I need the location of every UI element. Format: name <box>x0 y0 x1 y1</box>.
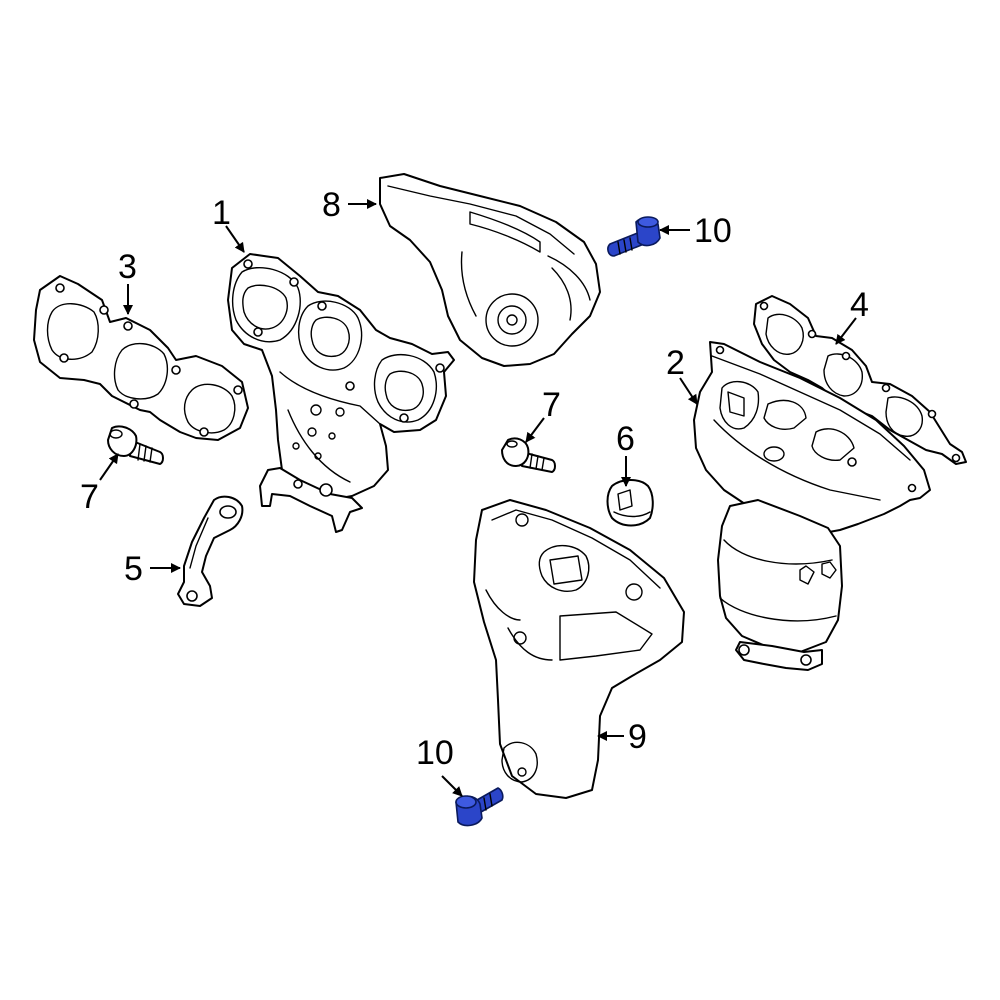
callout-7-middle: 7 <box>542 386 561 424</box>
callout-5: 5 <box>124 550 143 588</box>
part-9-heat-shield-lower[interactable] <box>473 499 685 799</box>
part-2-manifold-right[interactable] <box>693 341 931 671</box>
callout-2: 2 <box>666 344 685 382</box>
callout-10-upper: 10 <box>694 212 732 250</box>
callout-4: 4 <box>850 286 869 324</box>
leader-arrows <box>99 199 857 797</box>
callout-1: 1 <box>212 194 231 232</box>
part-5-bracket[interactable] <box>177 495 244 607</box>
part-7-bolt-middle[interactable] <box>501 437 556 473</box>
callout-6: 6 <box>616 420 635 458</box>
part-10-bolt-upper[interactable] <box>607 216 661 257</box>
part-10-bolt-lower[interactable] <box>455 787 504 827</box>
callout-9: 9 <box>628 718 647 756</box>
part-1-manifold-left[interactable] <box>227 253 455 533</box>
callout-8: 8 <box>322 186 341 224</box>
part-4-gasket-right[interactable] <box>753 295 967 465</box>
callout-labels: 1 2 3 4 5 6 7 7 8 9 10 10 <box>80 186 869 772</box>
part-8-heat-shield-upper[interactable] <box>379 173 601 367</box>
part-7-bolt-left[interactable] <box>107 425 164 465</box>
part-3-gasket-left[interactable] <box>33 275 249 441</box>
part-6-insulator[interactable] <box>606 479 654 527</box>
callout-10-lower: 10 <box>416 734 454 772</box>
callout-3: 3 <box>118 248 137 286</box>
callout-7-left: 7 <box>80 478 99 516</box>
